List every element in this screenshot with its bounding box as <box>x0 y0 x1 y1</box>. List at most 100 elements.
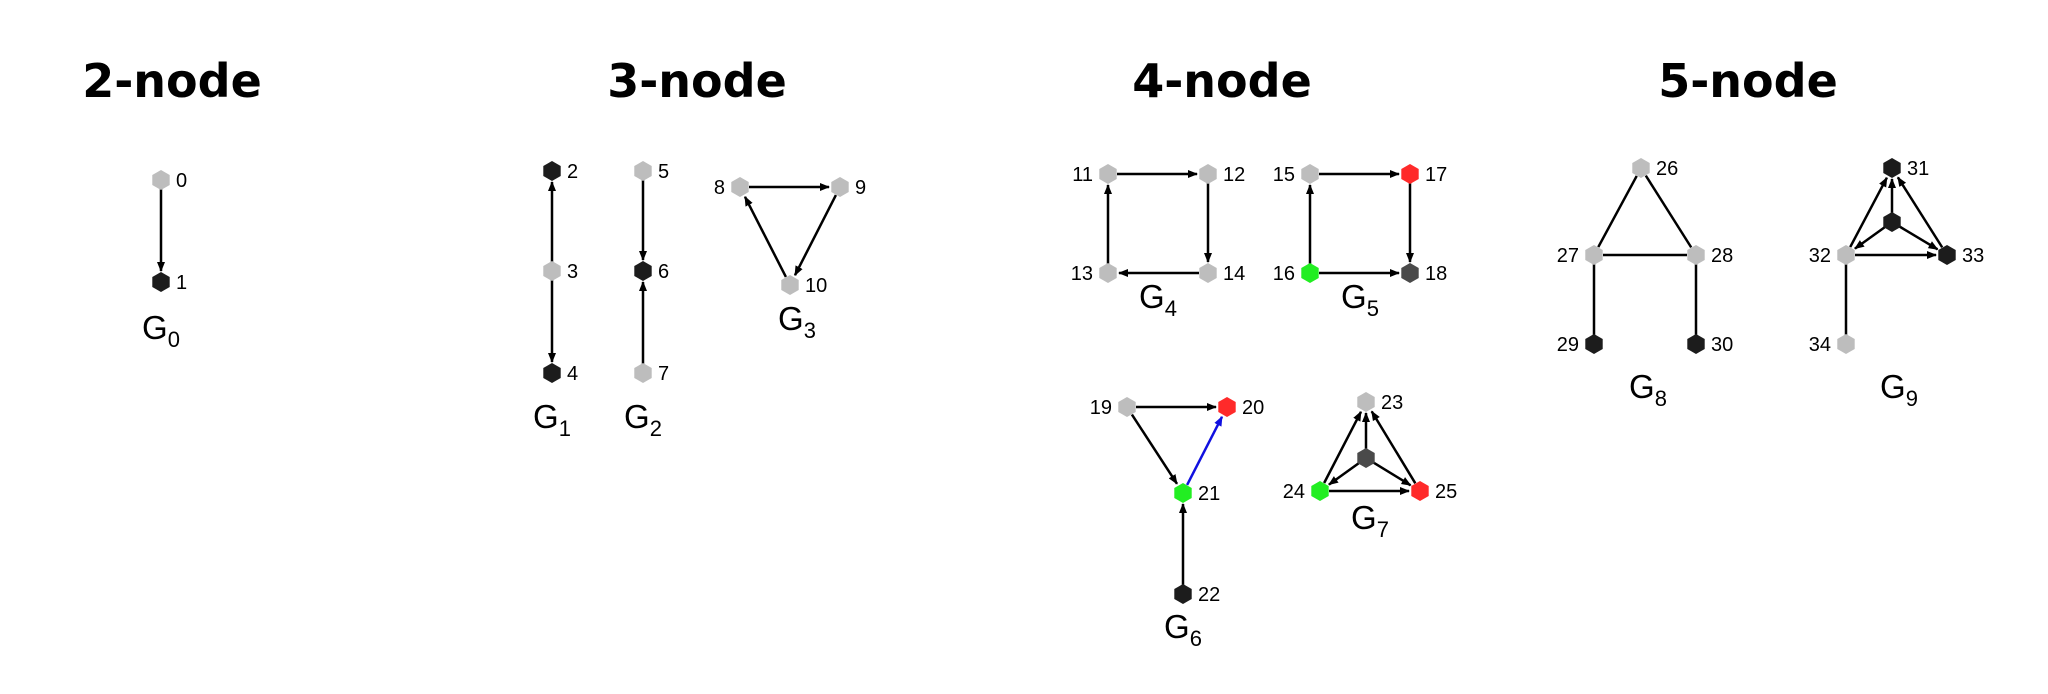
node-15 <box>1301 164 1319 184</box>
node-label-12: 12 <box>1223 164 1245 186</box>
node-label-18: 18 <box>1425 263 1447 285</box>
node-label-1: 1 <box>176 272 187 294</box>
hub-node-G9 <box>1883 212 1901 232</box>
node-label-21: 21 <box>1198 483 1220 505</box>
node-8 <box>731 177 749 197</box>
node-label-4: 4 <box>567 363 578 385</box>
graph-label-G7: G7 <box>1351 499 1389 542</box>
section-title-3-node: 3-node <box>607 54 787 108</box>
node-25 <box>1411 481 1429 501</box>
nodes-layer <box>152 158 1956 604</box>
graph-label-G6: G6 <box>1164 608 1202 651</box>
node-label-14: 14 <box>1223 263 1245 285</box>
node-33 <box>1938 245 1956 265</box>
edge-25-23 <box>1370 410 1417 484</box>
graph-label-G2: G2 <box>624 398 662 441</box>
edge-9-10 <box>793 194 838 277</box>
node-label-26: 26 <box>1656 158 1678 180</box>
graph-label-G3: G3 <box>778 300 816 343</box>
node-9 <box>831 177 849 197</box>
node-label-29: 29 <box>1557 334 1579 356</box>
edge-hub9-33 <box>1899 225 1939 251</box>
node-label-17: 17 <box>1425 164 1447 186</box>
node-label-20: 20 <box>1242 397 1264 419</box>
node-16 <box>1301 263 1319 283</box>
node-10 <box>781 275 799 295</box>
node-27 <box>1585 245 1603 265</box>
edge-10-8 <box>743 195 788 278</box>
node-31 <box>1883 158 1901 178</box>
node-label-2: 2 <box>567 161 578 183</box>
graph-label-G8: G8 <box>1629 368 1667 411</box>
graph-label-G9: G9 <box>1880 368 1918 411</box>
node-label-3: 3 <box>567 261 578 283</box>
edge-hub7-25 <box>1373 461 1412 487</box>
edge-32-31 <box>1849 176 1888 248</box>
node-label-33: 33 <box>1962 245 1984 267</box>
node-14 <box>1199 263 1217 283</box>
node-2 <box>543 161 561 181</box>
graph-label-G5: G5 <box>1341 278 1379 321</box>
node-29 <box>1585 334 1603 354</box>
node-30 <box>1687 334 1705 354</box>
node-1 <box>152 272 170 292</box>
node-20 <box>1218 397 1236 417</box>
node-label-5: 5 <box>658 161 669 183</box>
graph-label-G0: G0 <box>142 309 180 352</box>
node-label-25: 25 <box>1435 481 1457 503</box>
node-label-32: 32 <box>1809 245 1831 267</box>
node-label-10: 10 <box>805 275 827 297</box>
graph-label-G1: G1 <box>533 398 571 441</box>
hub-node-G7 <box>1357 448 1375 468</box>
node-label-0: 0 <box>176 170 187 192</box>
node-32 <box>1837 245 1855 265</box>
node-label-34: 34 <box>1809 334 1831 356</box>
node-26 <box>1632 158 1650 178</box>
edge-26-28 <box>1644 174 1693 249</box>
node-label-19: 19 <box>1090 397 1112 419</box>
node-label-8: 8 <box>714 177 725 199</box>
node-label-6: 6 <box>658 261 669 283</box>
node-label-23: 23 <box>1381 392 1403 414</box>
node-17 <box>1401 164 1419 184</box>
node-label-7: 7 <box>658 363 669 385</box>
edges-layer <box>157 170 1944 585</box>
node-label-9: 9 <box>855 177 866 199</box>
section-title-2-node: 2-node <box>82 54 262 108</box>
edge-33-31 <box>1896 176 1944 249</box>
section-title-4-node: 4-node <box>1132 54 1312 108</box>
edge-hub7-24 <box>1328 462 1360 486</box>
node-3 <box>543 261 561 281</box>
node-label-13: 13 <box>1071 263 1093 285</box>
node-24 <box>1311 481 1329 501</box>
node-label-28: 28 <box>1711 245 1733 267</box>
node-0 <box>152 170 170 190</box>
node-18 <box>1401 263 1419 283</box>
node-label-22: 22 <box>1198 584 1220 606</box>
node-label-11: 11 <box>1072 164 1093 186</box>
node-12 <box>1199 164 1217 184</box>
node-13 <box>1099 263 1117 283</box>
node-34 <box>1837 334 1855 354</box>
node-11 <box>1099 164 1117 184</box>
node-label-15: 15 <box>1273 164 1295 186</box>
edge-24-23 <box>1323 410 1363 484</box>
edge-19-21 <box>1130 413 1179 485</box>
node-7 <box>634 363 652 383</box>
edge-26-27 <box>1597 175 1638 248</box>
edge-21-20 <box>1185 415 1224 486</box>
node-28 <box>1687 245 1705 265</box>
node-23 <box>1357 392 1375 412</box>
graph-label-G4: G4 <box>1139 278 1177 321</box>
node-label-30: 30 <box>1711 334 1733 356</box>
section-title-5-node: 5-node <box>1658 54 1838 108</box>
node-22 <box>1174 584 1192 604</box>
edge-hub9-32 <box>1854 226 1886 250</box>
node-19 <box>1118 397 1136 417</box>
node-21 <box>1174 483 1192 503</box>
node-5 <box>634 161 652 181</box>
node-label-31: 31 <box>1907 158 1929 180</box>
node-label-24: 24 <box>1283 481 1305 503</box>
